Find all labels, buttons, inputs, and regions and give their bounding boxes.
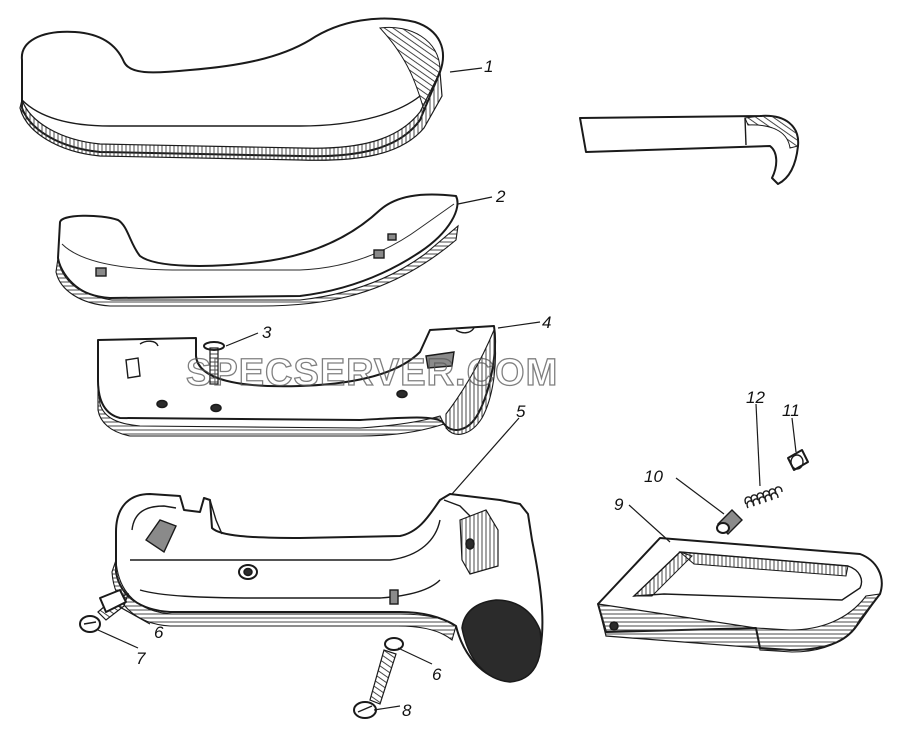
part-2-upper-plate (55, 193, 459, 307)
callout-2: 2 (495, 187, 506, 206)
part-4-body-plate (97, 325, 497, 437)
callout-9: 9 (614, 495, 624, 514)
part-9-frame (597, 537, 883, 653)
callout-6-bottom: 6 (432, 665, 442, 684)
part-5-lower-housing (111, 493, 544, 683)
watermark-text: SPECSERVER.COM (186, 352, 558, 394)
part-12-spring (744, 486, 783, 509)
callout-labels: 1 2 3 4 5 6 6 7 8 9 10 12 11 (136, 57, 800, 720)
callout-11: 11 (782, 401, 800, 420)
leader-lines (97, 67, 797, 711)
callout-8: 8 (402, 701, 412, 720)
part-10-plunger (716, 509, 743, 535)
callout-1: 1 (484, 57, 493, 76)
callout-5: 5 (516, 402, 526, 421)
bolt-bottom-with-washer (353, 637, 404, 719)
callout-6-left: 6 (154, 623, 164, 642)
callout-3: 3 (262, 323, 272, 342)
handle-insert (579, 114, 800, 185)
part-1-armrest-pad (19, 17, 444, 161)
bolt-left-with-washer (79, 589, 129, 633)
callout-7: 7 (136, 649, 146, 668)
callout-12: 12 (746, 388, 765, 407)
screw-3 (203, 341, 225, 385)
callout-10: 10 (644, 467, 663, 486)
part-11-cap (787, 449, 809, 471)
callout-4: 4 (542, 313, 551, 332)
